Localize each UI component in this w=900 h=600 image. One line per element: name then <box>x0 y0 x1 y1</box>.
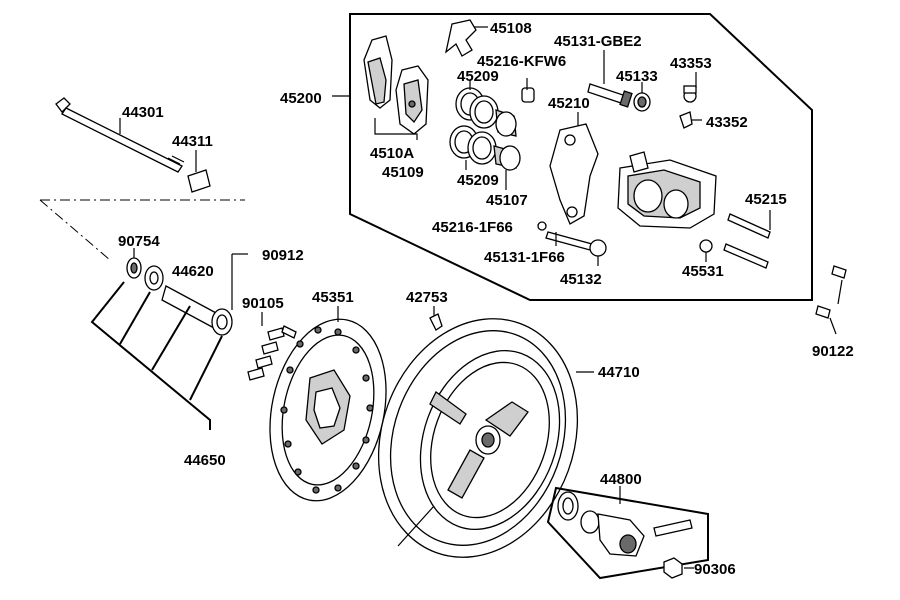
label-45200: 45200 <box>280 90 322 107</box>
label-44301: 44301 <box>122 104 164 121</box>
pad-spring <box>444 19 488 57</box>
label-45216-1f66: 45216-1F66 <box>432 219 513 236</box>
speedo-group-box <box>546 486 709 580</box>
wheel-tire <box>377 318 594 558</box>
label-45109: 45109 <box>382 164 424 181</box>
brake-pads <box>363 35 429 140</box>
caliper-group-box <box>349 13 813 301</box>
label-45131-1f66: 45131-1F66 <box>484 249 565 266</box>
pad-pin <box>521 78 535 103</box>
label-90105: 90105 <box>242 295 284 312</box>
label-45351: 45351 <box>312 289 354 306</box>
axle-centerline-2 <box>39 199 111 261</box>
label-44800: 44800 <box>600 471 642 488</box>
label-45216-kfw6: 45216-KFW6 <box>477 53 566 70</box>
piston-seals <box>449 80 521 190</box>
leader-44650 <box>90 281 211 430</box>
label-90912: 90912 <box>262 247 304 264</box>
label-45131-gbe2: 45131-GBE2 <box>554 33 642 50</box>
label-90306: 90306 <box>694 561 736 578</box>
label-44620: 44620 <box>172 263 214 280</box>
guide-pins <box>723 210 771 269</box>
caliper-bracket <box>549 112 599 225</box>
label-45531: 45531 <box>682 263 724 280</box>
label-45215: 45215 <box>745 191 787 208</box>
label-45132: 45132 <box>560 271 602 288</box>
label-43353: 43353 <box>670 55 712 72</box>
disc-bolts <box>247 312 297 381</box>
label-45133: 45133 <box>616 68 658 85</box>
wheel-bearings <box>126 248 248 336</box>
caliper-plug <box>699 239 713 262</box>
label-44650: 44650 <box>184 452 226 469</box>
bolts-90122 <box>815 265 847 335</box>
label-45107: 45107 <box>486 192 528 209</box>
label-45209-top: 45209 <box>457 68 499 85</box>
label-44710: 44710 <box>598 364 640 381</box>
bracket-bolts <box>537 221 607 266</box>
label-90122: 90122 <box>812 343 854 360</box>
label-45108: 45108 <box>490 20 532 37</box>
front-axle <box>55 97 211 193</box>
caliper-bolt-top <box>587 50 651 112</box>
label-42753: 42753 <box>406 289 448 306</box>
speedo-gear <box>557 486 693 557</box>
label-90754: 90754 <box>118 233 160 250</box>
tire-valve <box>429 306 443 331</box>
label-43352: 43352 <box>706 114 748 131</box>
label-4510a: 4510A <box>370 145 414 162</box>
bleed-screw <box>679 72 702 129</box>
label-45209-bottom: 45209 <box>457 172 499 189</box>
caliper-body <box>617 151 717 229</box>
label-45210: 45210 <box>548 95 590 112</box>
label-44311: 44311 <box>172 133 213 150</box>
nut-90306 <box>663 557 694 579</box>
brake-disc <box>269 306 387 502</box>
